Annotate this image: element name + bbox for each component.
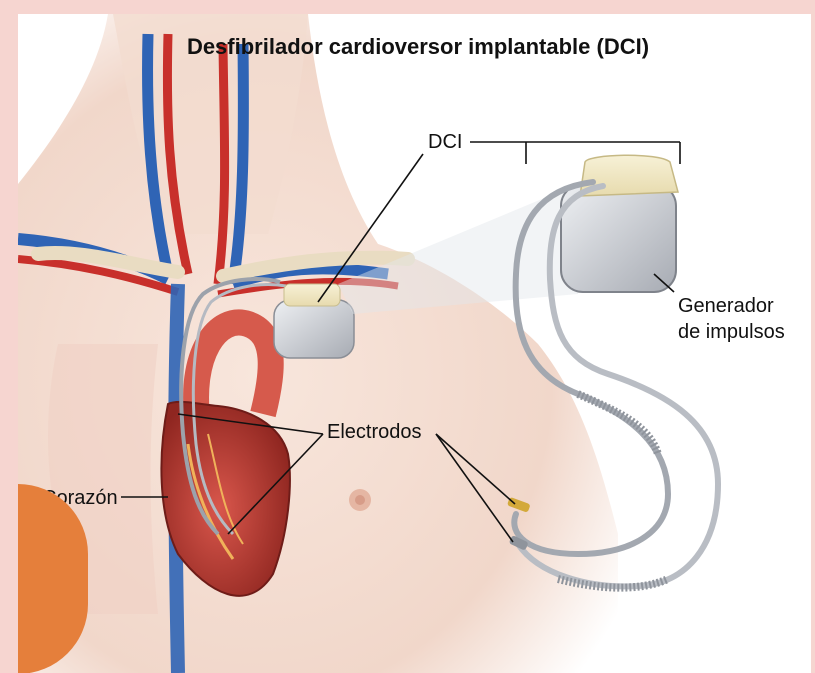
label-electrodes: Electrodos	[327, 420, 422, 444]
label-generator-line1: Generador	[678, 294, 774, 318]
illustration-frame: Desfibrilador cardioversor implantable (…	[18, 14, 811, 673]
implanted-device-header	[284, 284, 340, 306]
implanted-device	[274, 300, 354, 358]
label-generator-line2: de impulsos	[678, 320, 785, 344]
generator-body	[561, 184, 676, 292]
nipple-center	[355, 495, 365, 505]
label-dci: DCI	[428, 130, 462, 154]
diagram-title: Desfibrilador cardioversor implantable (…	[138, 34, 698, 60]
